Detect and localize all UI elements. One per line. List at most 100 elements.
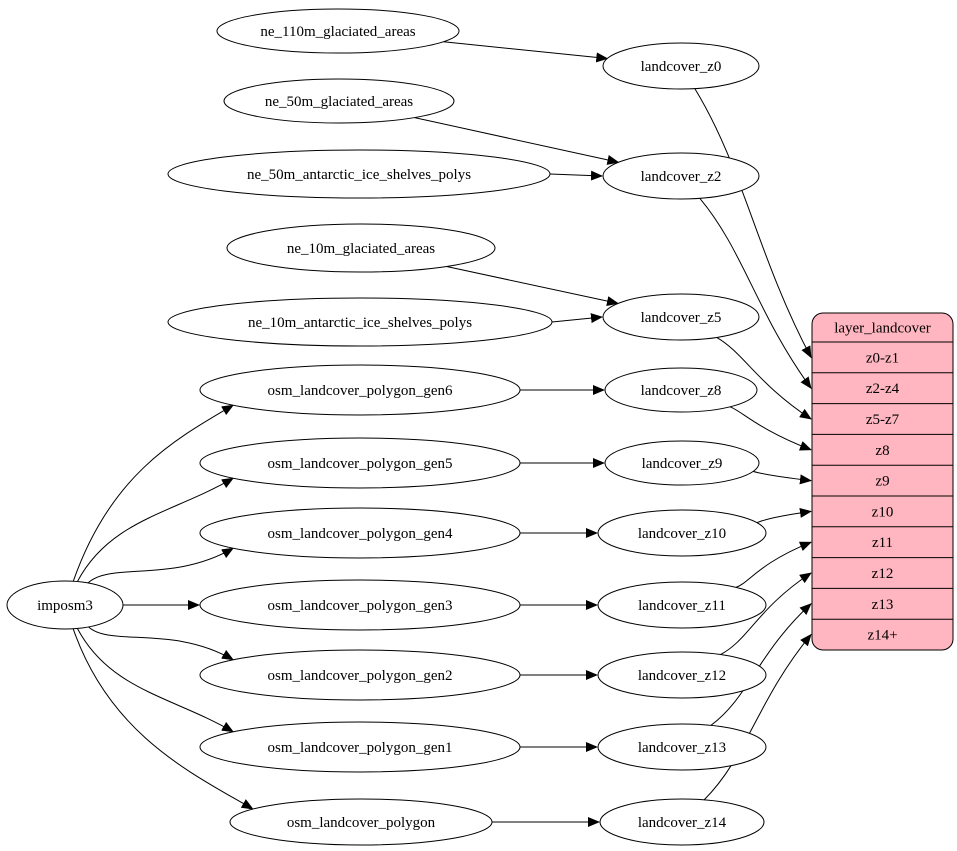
edge-imposm3-to-osm_landcover_polygon_gen1: [76, 628, 234, 733]
node-label-ne_10m_antarctic_ice_shelves_polys: ne_10m_antarctic_ice_shelves_polys: [248, 315, 472, 331]
node-label-osm_landcover_polygon: osm_landcover_polygon: [287, 815, 436, 831]
node-label-landcover_z5: landcover_z5: [641, 310, 722, 326]
node-ellipse-landcover_z11: [597, 581, 767, 629]
node-landcover_z9: landcover_z9: [604, 440, 760, 486]
node-ellipse-osm_landcover_polygon_gen6: [199, 364, 521, 416]
edge-ne_50m_antarctic_ice_shelves_polys-to-landcover_z2: [549, 170, 603, 181]
record-title: layer_landcover: [834, 321, 931, 337]
node-ellipse-landcover_z13: [597, 723, 767, 771]
edge-ne_10m_glaciated_areas-to-landcover_z5: [446, 266, 619, 306]
node-landcover_z2: landcover_z2: [602, 152, 760, 200]
node-landcover_z14: landcover_z14: [599, 798, 765, 846]
node-label-landcover_z14: landcover_z14: [638, 815, 727, 831]
node-ellipse-ne_110m_glaciated_areas: [216, 8, 460, 54]
node-ellipse-landcover_z8: [604, 367, 758, 413]
node-label-ne_10m_glaciated_areas: ne_10m_glaciated_areas: [287, 241, 435, 257]
node-label-landcover_z13: landcover_z13: [638, 740, 726, 756]
node-label-landcover_z0: landcover_z0: [641, 59, 722, 75]
node-label-ne_50m_glaciated_areas: ne_50m_glaciated_areas: [265, 94, 413, 110]
edge-landcover_z0-to-row-z0-z1: [694, 88, 812, 359]
edge-ne_110m_glaciated_areas-to-landcover_z0: [443, 41, 609, 63]
node-ne_110m_glaciated_areas: ne_110m_glaciated_areas: [216, 8, 460, 54]
edge-imposm3-to-osm_landcover_polygon: [72, 628, 254, 810]
node-osm_landcover_polygon_gen2: osm_landcover_polygon_gen2: [199, 649, 521, 701]
record-row-z9: z9: [875, 474, 889, 490]
edge-imposm3-to-osm_landcover_polygon_gen6: [72, 404, 234, 582]
node-imposm3: imposm3: [6, 580, 124, 630]
node-ellipse-osm_landcover_polygon_gen2: [199, 649, 521, 701]
node-label-landcover_z10: landcover_z10: [638, 526, 726, 542]
node-ellipse-landcover_z0: [602, 42, 760, 90]
node-label-landcover_z8: landcover_z8: [641, 383, 722, 399]
node-landcover_z11: landcover_z11: [597, 581, 767, 629]
node-label-osm_landcover_polygon_gen4: osm_landcover_polygon_gen4: [268, 526, 453, 542]
node-landcover_z5: landcover_z5: [602, 293, 760, 341]
record-node-layer: layer_landcoverz0-z1z2-z4z5-z7z8z9z10z11…: [811, 312, 954, 651]
nodes-layer: imposm3 ne_110m_glaciated_areas landcover_…: [6, 8, 767, 846]
node-label-landcover_z9: landcover_z9: [642, 456, 723, 472]
node-label-landcover_z2: landcover_z2: [641, 169, 722, 185]
node-label-osm_landcover_polygon_gen6: osm_landcover_polygon_gen6: [268, 383, 453, 399]
record-layer-landcover: layer_landcoverz0-z1z2-z4z5-z7z8z9z10z11…: [811, 312, 954, 651]
node-ellipse-ne_10m_antarctic_ice_shelves_polys: [167, 297, 553, 347]
node-ellipse-ne_50m_antarctic_ice_shelves_polys: [167, 149, 551, 199]
node-ne_10m_glaciated_areas: ne_10m_glaciated_areas: [226, 223, 496, 273]
node-ellipse-landcover_z5: [602, 293, 760, 341]
node-ellipse-landcover_z9: [604, 440, 760, 486]
node-osm_landcover_polygon_gen6: osm_landcover_polygon_gen6: [199, 364, 521, 416]
record-row-z10: z10: [872, 504, 894, 520]
record-frame: [811, 312, 954, 651]
node-ellipse-ne_10m_glaciated_areas: [226, 223, 496, 273]
node-ellipse-osm_landcover_polygon_gen4: [199, 507, 521, 559]
record-row-z5-z7: z5-z7: [866, 412, 900, 428]
edge-landcover_z12-to-row-z12: [720, 572, 812, 656]
edge-landcover_z8-to-row-z8: [729, 406, 812, 451]
node-osm_landcover_polygon_gen1: osm_landcover_polygon_gen1: [199, 721, 521, 773]
node-ellipse-osm_landcover_polygon: [229, 798, 493, 846]
record-row-z12: z12: [872, 566, 894, 582]
node-landcover_z12: landcover_z12: [597, 651, 767, 699]
node-label-landcover_z12: landcover_z12: [638, 668, 726, 684]
node-ne_50m_antarctic_ice_shelves_polys: ne_50m_antarctic_ice_shelves_polys: [167, 149, 551, 199]
node-osm_landcover_polygon_gen4: osm_landcover_polygon_gen4: [199, 507, 521, 559]
node-label-ne_50m_antarctic_ice_shelves_polys: ne_50m_antarctic_ice_shelves_polys: [247, 167, 471, 183]
node-osm_landcover_polygon_gen3: osm_landcover_polygon_gen3: [199, 579, 521, 631]
node-ellipse-osm_landcover_polygon_gen3: [199, 579, 521, 631]
record-row-z13: z13: [872, 597, 894, 613]
node-ellipse-landcover_z10: [597, 509, 767, 557]
edge-landcover_z10-to-row-z10: [755, 507, 812, 525]
node-label-osm_landcover_polygon_gen1: osm_landcover_polygon_gen1: [268, 740, 453, 756]
node-osm_landcover_polygon_gen5: osm_landcover_polygon_gen5: [199, 437, 521, 489]
edge-landcover_z11-to-row-z11: [735, 541, 812, 588]
edge-ne_50m_glaciated_areas-to-landcover_z2: [414, 117, 620, 165]
edge-landcover_z14-to-row-z14+: [703, 633, 812, 801]
edge-imposm3-to-osm_landcover_polygon_gen4: [87, 547, 234, 584]
node-ne_10m_antarctic_ice_shelves_polys: ne_10m_antarctic_ice_shelves_polys: [167, 297, 553, 347]
node-label-osm_landcover_polygon_gen3: osm_landcover_polygon_gen3: [268, 598, 453, 614]
edge-landcover_z9-to-row-z9: [750, 469, 812, 485]
node-ellipse-osm_landcover_polygon_gen5: [199, 437, 521, 489]
node-landcover_z13: landcover_z13: [597, 723, 767, 771]
node-label-ne_110m_glaciated_areas: ne_110m_glaciated_areas: [260, 24, 415, 40]
node-label-osm_landcover_polygon_gen5: osm_landcover_polygon_gen5: [268, 456, 453, 472]
edges-layer: [72, 41, 812, 827]
node-ellipse-landcover_z2: [602, 152, 760, 200]
edge-ne_10m_antarctic_ice_shelves_polys-to-landcover_z5: [551, 313, 603, 324]
node-ellipse-ne_50m_glaciated_areas: [223, 78, 455, 124]
edge-imposm3-to-osm_landcover_polygon_gen2: [88, 626, 234, 661]
node-osm_landcover_polygon: osm_landcover_polygon: [229, 798, 493, 846]
edge-landcover_z5-to-row-z5-z7: [716, 336, 812, 420]
record-row-z0-z1: z0-z1: [866, 350, 899, 366]
node-landcover_z8: landcover_z8: [604, 367, 758, 413]
node-ellipse-landcover_z14: [599, 798, 765, 846]
record-row-z14+: z14+: [867, 628, 897, 644]
record-row-z11: z11: [872, 535, 893, 551]
node-landcover_z10: landcover_z10: [597, 509, 767, 557]
node-ellipse-landcover_z12: [597, 651, 767, 699]
node-ne_50m_glaciated_areas: ne_50m_glaciated_areas: [223, 78, 455, 124]
record-row-z2-z4: z2-z4: [866, 381, 900, 397]
edge-landcover_z2-to-row-z2-z4: [699, 197, 812, 390]
node-label-imposm3: imposm3: [37, 598, 93, 614]
